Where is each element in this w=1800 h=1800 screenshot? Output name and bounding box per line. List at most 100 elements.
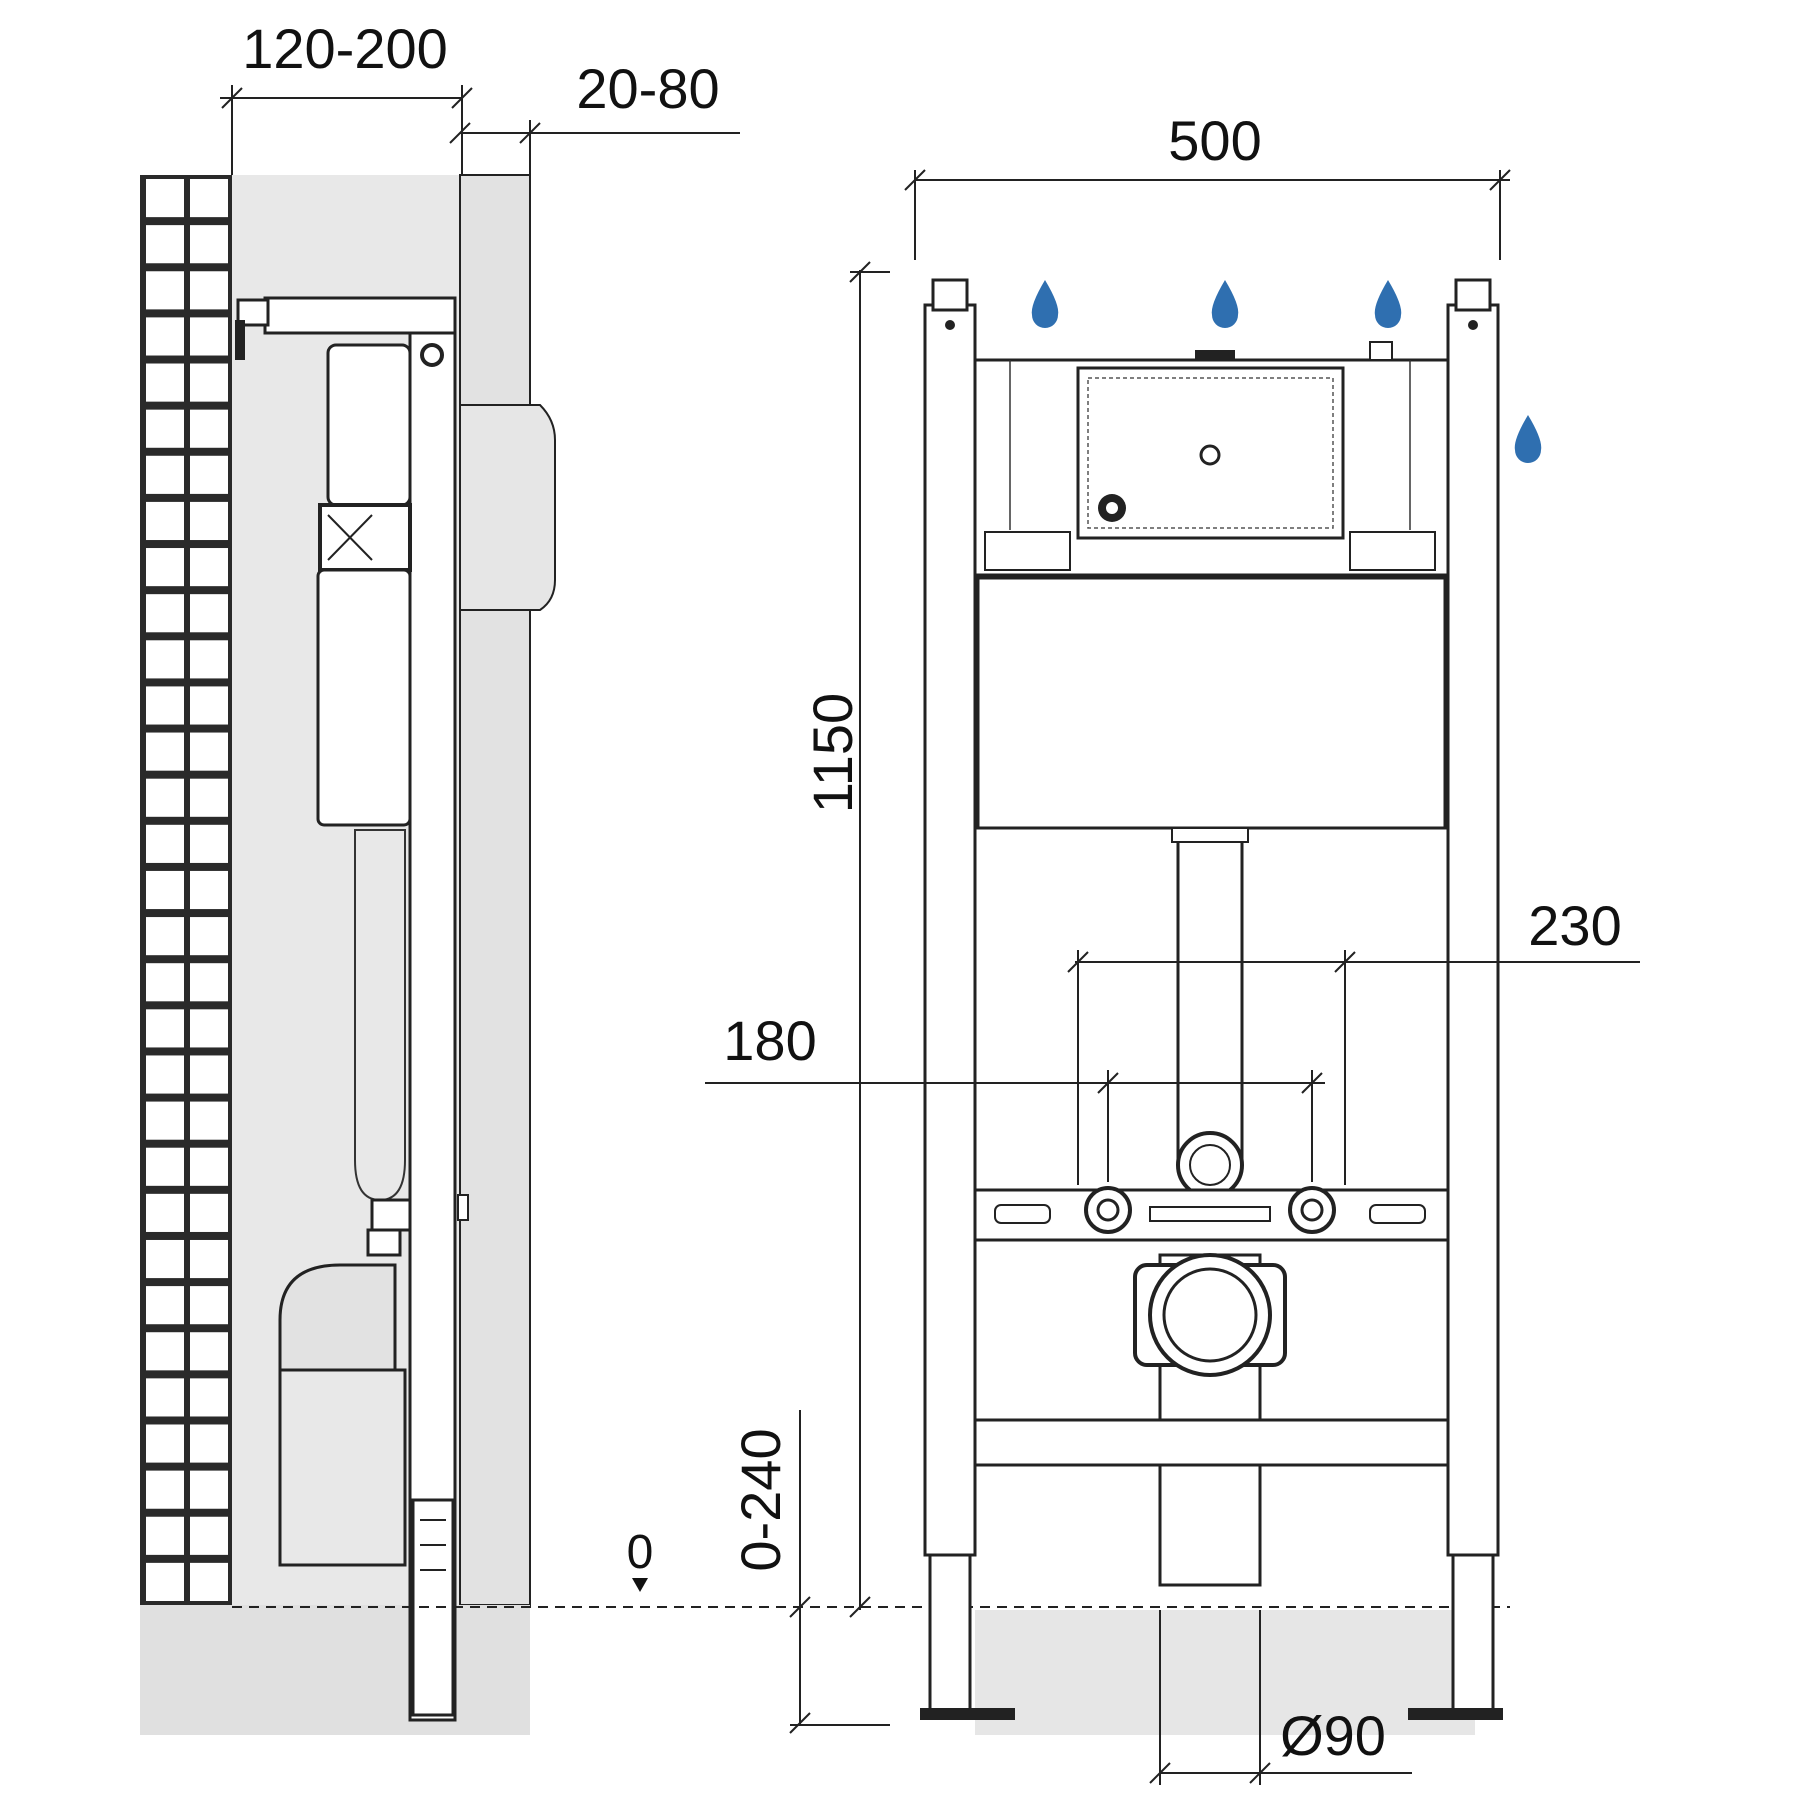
wall-tile bbox=[146, 778, 184, 817]
right-upright bbox=[1446, 303, 1500, 1557]
wall-tile bbox=[146, 455, 184, 494]
wall-tile bbox=[190, 363, 228, 402]
drain-diameter-label: Ø90 bbox=[1280, 1704, 1386, 1767]
wall-tile bbox=[146, 1055, 184, 1094]
wall-tile bbox=[190, 455, 228, 494]
wall-tile bbox=[146, 317, 184, 356]
wall-tile bbox=[190, 1101, 228, 1140]
wall-tile bbox=[190, 409, 228, 448]
left-foot bbox=[920, 1708, 1015, 1720]
wall-depth-label: 120-200 bbox=[242, 17, 448, 80]
wall-tile bbox=[146, 1147, 184, 1186]
wall-tile bbox=[190, 1286, 228, 1325]
cistern-clamp bbox=[318, 503, 412, 572]
wall-tile bbox=[146, 1378, 184, 1417]
wall-tile bbox=[146, 594, 184, 633]
anchor-bolt bbox=[235, 320, 245, 360]
wall-tile bbox=[190, 1009, 228, 1048]
wall-tile bbox=[146, 1101, 184, 1140]
left-leg bbox=[928, 1553, 972, 1712]
pipe-connector bbox=[370, 1198, 412, 1232]
floor-slab bbox=[140, 1605, 530, 1735]
wall-tile bbox=[146, 1516, 184, 1555]
wall-tile bbox=[190, 963, 228, 1002]
wall-tile bbox=[190, 179, 228, 218]
drain-bend bbox=[278, 1263, 397, 1372]
wall-tile bbox=[190, 501, 228, 541]
cladding-board bbox=[459, 174, 531, 1606]
wall-tile bbox=[190, 1516, 228, 1555]
wall-tile bbox=[146, 1193, 184, 1232]
floor-level-label: 0 bbox=[627, 1526, 654, 1579]
wall-tile bbox=[146, 548, 184, 587]
water-drop-icon bbox=[1211, 280, 1239, 328]
wall-tile bbox=[146, 409, 184, 448]
wall-tile bbox=[190, 1193, 228, 1232]
wall-tile bbox=[146, 225, 184, 264]
top-bracket bbox=[263, 296, 457, 335]
wall-tile bbox=[190, 640, 228, 679]
wall-tile bbox=[190, 1332, 228, 1371]
water-drop-icon bbox=[1031, 280, 1059, 328]
leg-adjustment-label: 0-240 bbox=[729, 1428, 792, 1571]
wall-tile bbox=[146, 824, 184, 863]
cistern-body bbox=[316, 568, 412, 827]
wall-tile bbox=[190, 1424, 228, 1463]
cistern-upper bbox=[326, 343, 412, 507]
left-upright bbox=[923, 303, 977, 1557]
wall-tile bbox=[146, 1286, 184, 1325]
wall-tile bbox=[146, 1562, 184, 1601]
wall-tile bbox=[146, 1009, 184, 1048]
wall-tile bbox=[190, 271, 228, 310]
wall-tile bbox=[190, 732, 228, 771]
fixing-spacing-label: 180 bbox=[723, 1009, 816, 1072]
dimension-lines bbox=[220, 85, 1640, 1785]
bracket-hole bbox=[420, 343, 444, 367]
wall-tile bbox=[190, 594, 228, 633]
wall-tile bbox=[190, 870, 228, 910]
water-drop-icon bbox=[1514, 415, 1542, 463]
wall-tile bbox=[190, 1147, 228, 1186]
wall-tile bbox=[146, 179, 184, 218]
wall-tile bbox=[146, 686, 184, 725]
wall-tile bbox=[190, 778, 228, 817]
cladding-label: 20-80 bbox=[576, 57, 719, 120]
wall-tile bbox=[146, 363, 184, 402]
wall-tile bbox=[190, 1055, 228, 1094]
wall-tile bbox=[146, 640, 184, 679]
wall-tile bbox=[146, 1424, 184, 1463]
flush-pipe-front bbox=[1176, 836, 1244, 1160]
wall-tile bbox=[190, 686, 228, 725]
drain-pipe-side bbox=[278, 1368, 407, 1567]
connection-spacing-label: 230 bbox=[1528, 894, 1621, 957]
wall-tile bbox=[190, 917, 228, 956]
wall-tile bbox=[146, 963, 184, 1002]
wall-tile bbox=[190, 225, 228, 264]
lower-crossbar bbox=[973, 1418, 1450, 1467]
wall-tile bbox=[146, 870, 184, 910]
wall-tile bbox=[146, 1239, 184, 1279]
frame-height-label: 1150 bbox=[801, 693, 864, 813]
right-leg bbox=[1451, 1553, 1495, 1712]
wall-tile bbox=[146, 271, 184, 310]
wall-tile bbox=[190, 824, 228, 863]
front-view bbox=[920, 278, 1542, 1735]
wall-tile bbox=[190, 1239, 228, 1279]
wall-tile bbox=[146, 1470, 184, 1509]
wall-tile bbox=[190, 1562, 228, 1601]
flush-pipe-side bbox=[354, 829, 406, 1202]
wall-tile bbox=[146, 1332, 184, 1371]
cistern-main bbox=[976, 576, 1447, 830]
flush-plate bbox=[459, 404, 556, 611]
wall-tile bbox=[146, 732, 184, 771]
tiled-wall bbox=[140, 175, 232, 1605]
frame-width-label: 500 bbox=[1168, 109, 1261, 172]
water-drop-icon bbox=[1374, 280, 1402, 328]
wall-tile bbox=[190, 1378, 228, 1417]
wall-tile bbox=[190, 317, 228, 356]
wall-tile bbox=[190, 1470, 228, 1509]
wall-anchor bbox=[236, 298, 270, 327]
wall-tile bbox=[146, 917, 184, 956]
wall-tile bbox=[190, 548, 228, 587]
